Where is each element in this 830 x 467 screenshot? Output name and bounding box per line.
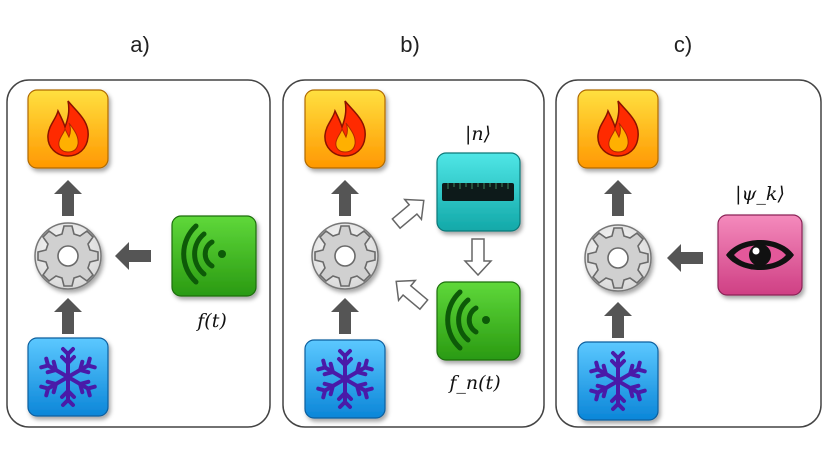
panel-a: a) f(t) xyxy=(6,32,271,428)
drive-source xyxy=(436,281,521,361)
cold-reservoir xyxy=(577,341,659,421)
hot-reservoir xyxy=(27,89,109,169)
hot-reservoir xyxy=(304,89,386,169)
drive-label: f(t) xyxy=(195,310,227,332)
measurement-label: |n⟩ xyxy=(465,123,491,145)
cold-reservoir xyxy=(304,339,386,419)
panel-a-label: a) xyxy=(130,32,150,57)
panel-c-label: c) xyxy=(674,32,692,57)
gear-icon xyxy=(314,225,376,287)
engine xyxy=(34,222,102,290)
gear-icon xyxy=(587,227,649,289)
drive-label: f_n(t) xyxy=(447,372,500,394)
engine xyxy=(584,224,652,292)
observer-label: |ψ_k⟩ xyxy=(735,183,785,205)
measurement-device xyxy=(436,152,521,232)
hot-reservoir xyxy=(577,89,659,169)
ruler-icon xyxy=(441,182,515,202)
drive-source xyxy=(171,215,257,297)
panel-c: c) |ψ_k⟩ xyxy=(555,32,822,428)
panel-b-label: b) xyxy=(400,32,420,57)
engine xyxy=(311,222,379,290)
panel-b: b) |n⟩ f_n(t) xyxy=(282,32,545,428)
cold-reservoir xyxy=(27,337,109,417)
observer xyxy=(717,214,803,296)
gear-icon xyxy=(37,225,99,287)
